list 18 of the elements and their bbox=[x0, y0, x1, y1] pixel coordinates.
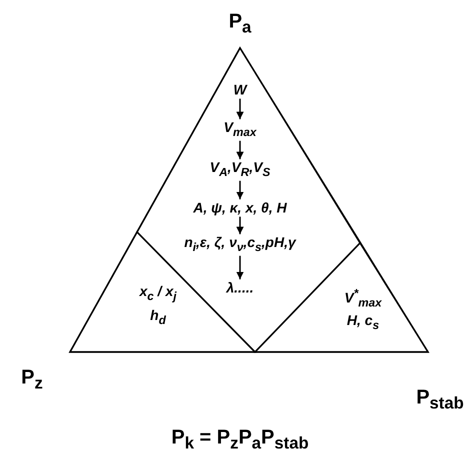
arrow bbox=[236, 180, 244, 200]
parameter-label: n$_{i}$,ε, ζ, ν$_{ν}$,c$_{s}$,pH,γ bbox=[184, 235, 296, 255]
parameter-label: V$_{A}$,V$_{R}$,V$_{S}$ bbox=[210, 160, 270, 180]
arrow bbox=[236, 140, 244, 160]
parameter-label: H, c$_{s}$ bbox=[346, 313, 380, 333]
parameter-label: A, ψ, κ, x, θ, H bbox=[193, 200, 287, 216]
formula-caption: P$_{k}$ = P$_{z}$P$_{a}$P$_{stab}$ bbox=[171, 426, 309, 454]
parameter-label: x$_{c}$ / x$_{j}$ bbox=[140, 284, 176, 304]
parameter-label: h$_{d}$ bbox=[150, 308, 166, 328]
parameter-label: W bbox=[233, 82, 247, 98]
parameter-label: V$_{max}$ bbox=[224, 120, 256, 140]
arrow bbox=[236, 98, 244, 120]
vertex-label: P$_{z}$ bbox=[21, 366, 43, 394]
vertex-label: P$_{a}$ bbox=[228, 10, 252, 38]
arrow bbox=[236, 216, 244, 234]
parameter-label: λ..... bbox=[226, 280, 254, 296]
vertex-label: P$_{stab}$ bbox=[416, 386, 464, 414]
arrow bbox=[236, 256, 244, 280]
